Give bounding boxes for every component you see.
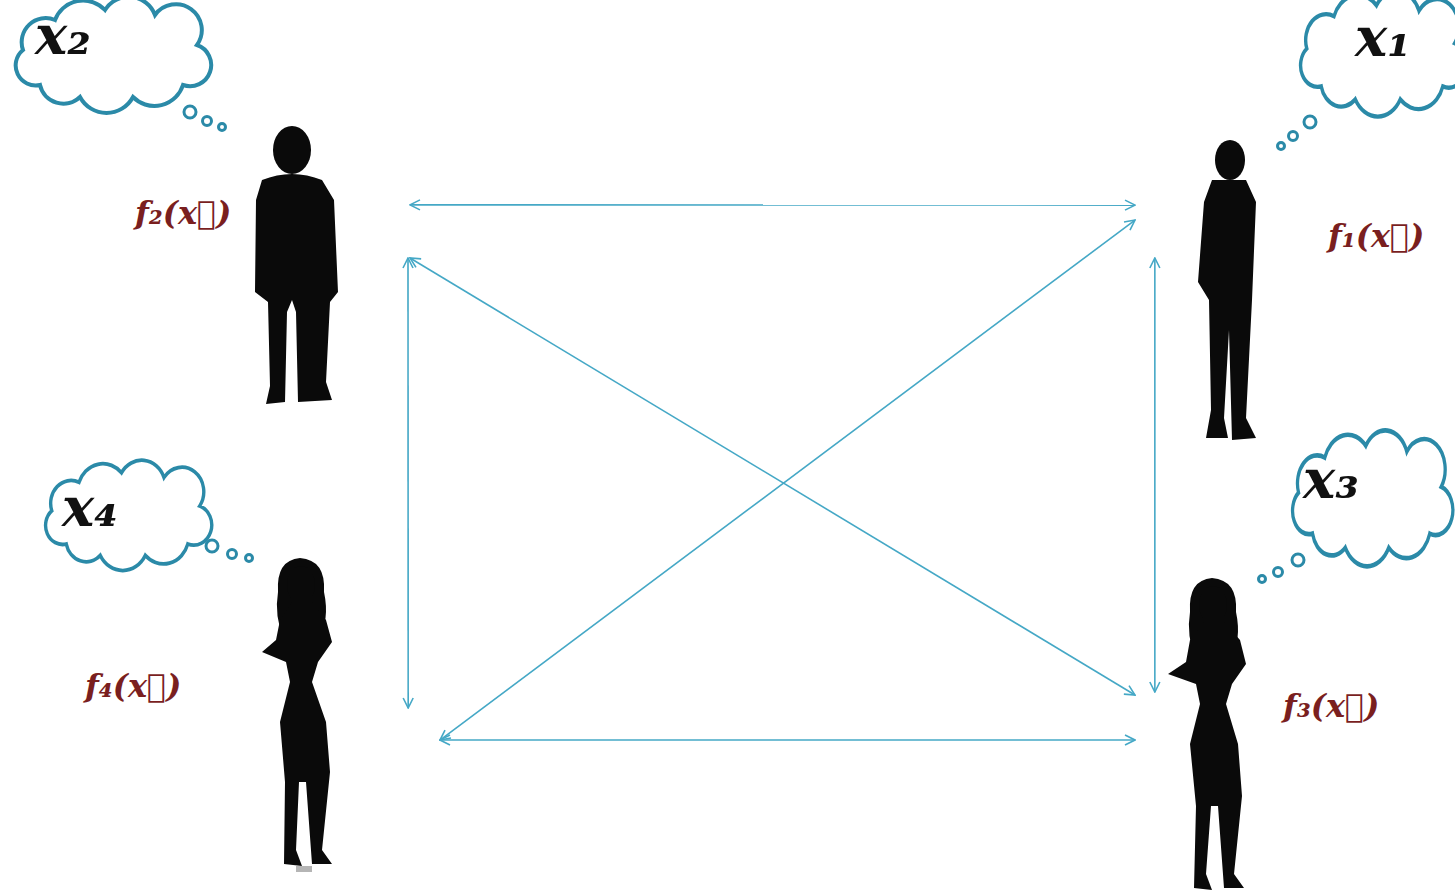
communication-arrow — [410, 258, 1135, 695]
head — [287, 566, 315, 604]
function-label: f₁(x⃗) — [1328, 220, 1424, 252]
thought-cloud — [1301, 0, 1455, 117]
thought-variable: x₂ — [35, 8, 91, 62]
trail-dot — [1289, 132, 1298, 141]
trail-dot — [206, 540, 218, 552]
trail-dot — [1292, 554, 1304, 566]
floor-mark — [296, 866, 312, 872]
thought-variable: x₁ — [1355, 10, 1411, 64]
person-node: x₁ f₁(x⃗) — [1135, 0, 1450, 258]
cloud-outline — [46, 460, 212, 570]
cloud-outline — [16, 0, 212, 113]
person-silhouette — [255, 126, 338, 404]
thought-variable: x₃ — [1303, 452, 1359, 506]
person-silhouette — [262, 558, 332, 866]
function-label: f₂(x⃗) — [135, 197, 231, 229]
cloud-trail — [184, 106, 1316, 583]
communication-arrow — [440, 739, 1135, 741]
communication-arrow — [407, 258, 409, 708]
person-node: x₄f₄(x⃗) — [10, 708, 440, 888]
communication-arrow — [410, 204, 1135, 206]
person-silhouette — [1168, 578, 1246, 890]
thought-cloud — [1293, 430, 1453, 566]
thought-cloud — [46, 460, 212, 570]
body — [255, 174, 338, 404]
trail-dot — [228, 550, 237, 559]
head — [1215, 140, 1245, 180]
trail-dot — [246, 555, 253, 562]
trail-dot — [203, 117, 212, 126]
head — [1199, 586, 1227, 624]
cloud-outline — [1301, 0, 1455, 117]
trail-dot — [1278, 143, 1285, 150]
person-silhouette — [1198, 140, 1256, 440]
trail-dot — [1304, 116, 1316, 128]
communication-arrow — [440, 220, 1135, 740]
trail-dot — [1274, 568, 1283, 577]
trail-dot — [219, 124, 226, 131]
body — [1168, 622, 1246, 890]
person-node: x₂ f₂(x⃗) — [10, 5, 410, 258]
person-node: x₃f₃(x⃗) — [1135, 692, 1450, 892]
body — [262, 602, 332, 866]
thought-cloud — [16, 0, 212, 113]
trail-dot — [1259, 576, 1266, 583]
body — [1198, 180, 1256, 440]
trail-dot — [184, 106, 196, 118]
communication-arrow — [1154, 258, 1156, 692]
function-label: f₄(x⃗) — [85, 670, 181, 702]
function-label: f₃(x⃗) — [1283, 690, 1379, 722]
head — [273, 126, 311, 174]
cloud-outline — [1293, 430, 1453, 566]
thought-variable: x₄ — [62, 480, 118, 534]
